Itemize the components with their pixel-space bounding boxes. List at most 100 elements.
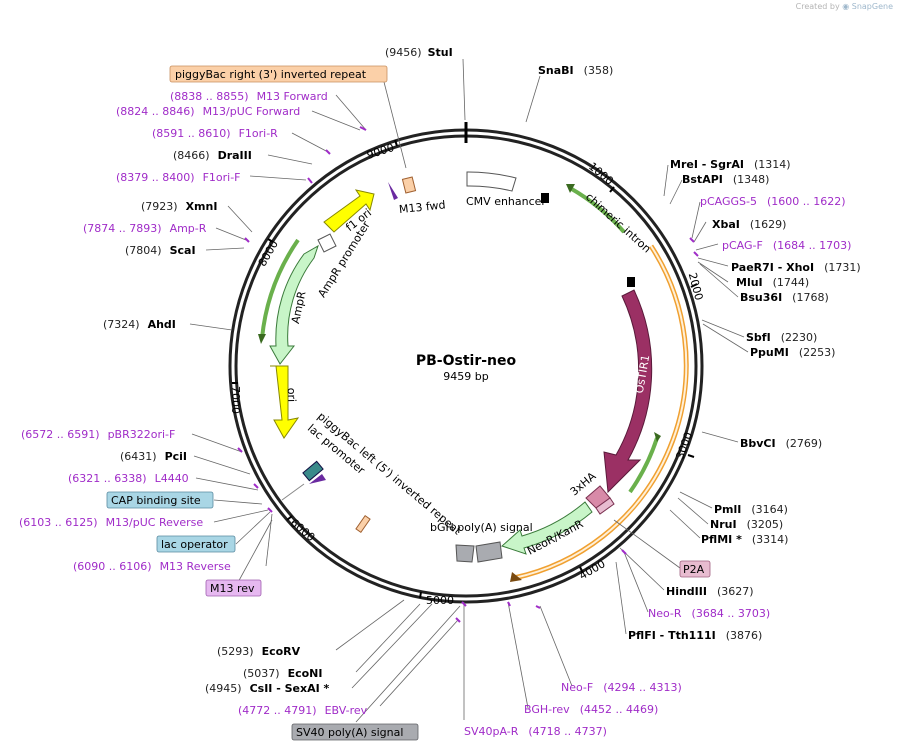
leader-lacop [235,511,271,545]
primer-neof: Neo-F(4294 .. 4313) [561,681,682,694]
cmv-enhancer-label: CMV enhancer [466,195,546,208]
enzyme-scai: (7804)ScaI [125,244,196,257]
ampr-promoter-label: AmpR promoter [315,218,373,299]
primer-amp-r: (7874 .. 7893)Amp-R [83,222,207,235]
leader-pflfi [615,561,627,635]
leader-xmni [227,205,253,233]
credit-brand: SnapGene [851,2,893,11]
enzyme-sbfi: SbfI(2230) [746,331,817,344]
leader-m13rev [235,519,273,587]
enzyme-stui: (9456)StuI [385,46,453,59]
leader-pmli [679,491,713,509]
m13fwd-label: M13 fwd [398,198,446,216]
primer-tick-f1orif [307,177,313,184]
box-p2a [679,560,711,578]
orf-arrow-head [510,572,522,582]
intron-start-marker [541,193,549,203]
leader-m13puc-rev [213,509,269,523]
leader-lines [189,58,749,723]
enzyme-ppumi: PpuMI(2253) [750,346,835,359]
amp-orf-arc-head [258,334,266,344]
tick-mark-5000 [419,591,422,599]
enzyme-bstapi: BstAPI(1348) [682,173,769,186]
bgh-block-2 [475,541,503,563]
enzyme-labels-left: (8838 .. 8855)M13 Forward (8824 .. 8846)… [19,90,368,717]
boxed-labels: piggyBac right (3') inverted repeat CAP … [106,65,711,741]
leader-pcii [193,455,251,475]
plasmid-size: 9459 bp [443,370,488,383]
box-cap-binding-label: CAP binding site [111,494,201,507]
tick-label-6000: 6000 [288,516,318,544]
leader-ecorv [335,599,405,651]
leader-m13reverse [265,513,273,567]
primer-tick-ebvrev [455,617,461,623]
cmv-enhancer-arc [466,171,517,192]
tick-label-4000: 4000 [577,557,608,582]
enzyme-snabi: SnaBI(358) [538,64,613,77]
enzyme-pflmi: PflMI *(3314) [701,533,788,546]
box-m13-rev-label: M13 rev [210,582,255,595]
leader-ebvrev [379,619,459,707]
bgh-block-1 [455,544,475,563]
primer-tick-ampr [244,237,250,243]
ampr-arrow [269,244,319,365]
leader-scai [205,247,245,251]
intron-end-marker [627,277,635,287]
p2a-block [595,497,615,515]
intron-arc-head [566,184,575,193]
m13fwd-block [388,182,398,200]
ori-label: ori [285,388,298,403]
leader-pcagf [695,243,719,251]
box-cap-binding [106,491,214,509]
primer-ticks [237,126,699,623]
enzyme-xbai: XbaI(1629) [712,218,786,231]
leader-bsu36i [699,263,739,298]
m13rev-block [309,474,326,484]
primer-l4440: (6321 .. 6338)L4440 [68,472,189,485]
enzyme-paer7i-xhoi: PaeR7I - XhoI(1731) [731,261,861,274]
primer-pcaggs5: pCAGGS-5(1600 .. 1622) [700,195,846,208]
leader-l4440 [195,477,259,491]
leader-ppumi [702,323,749,353]
leader-neof [539,605,573,687]
primer-tick-sv40par [461,601,467,607]
primer-m13puc-forward: (8824 .. 8846)M13/pUC Forward [116,105,300,118]
leader-p2a [613,519,681,569]
primer-pbr322ori-f: (6572 .. 6591)pBR322ori-F [21,428,175,441]
primer-tick-pcagf [693,251,699,257]
leader-bstapi [669,179,683,205]
tick-mark-9000 [394,139,398,147]
box-lac-operator [156,535,236,553]
tick-label-7000: 7000 [229,386,242,414]
primer-tick-bghrev [507,601,511,607]
leader-pcaggs [691,201,701,239]
leader-ampr-primer [215,227,247,241]
tick-mark-3000 [687,454,695,458]
leader-m13fwd [335,94,367,131]
neor-arrow [501,501,593,555]
leader-f1orir [291,132,329,153]
enzyme-econi: (5037)EcoNI [243,667,322,680]
primer-tick-f1orir [325,149,331,155]
intron-arc [569,186,626,234]
leader-snabi [525,75,541,123]
ampr-promoter-block [317,233,337,253]
primer-tick-l4440 [253,483,259,489]
orf-arcs [258,184,689,582]
orf-arc-inner-right [628,437,659,494]
plasmid-name: PB-Ostir-neo [416,353,517,369]
bgh-label: bGH poly(A) signal [430,521,533,534]
ori-arrow [270,365,300,439]
primer-neor: Neo-R(3684 .. 3703) [648,607,770,620]
primer-pcagf: pCAG-F(1684 .. 1703) [722,239,851,252]
enzyme-mlui: MluI(1744) [736,276,809,289]
pb-left-block [355,515,371,533]
leader-mlui [697,261,729,283]
leader-xbai [693,221,707,243]
enzyme-draiii: (8466)DraIII [173,149,252,162]
primer-tick-m13puc-rev [267,507,273,513]
enzyme-hindiii: HindIII(3627) [666,585,754,598]
snapgene-logo-icon: ◉ [842,2,850,11]
enzyme-labels-right: (9456)StuI SnaBI(358) MreI - SgrAI(1314)… [385,46,861,738]
